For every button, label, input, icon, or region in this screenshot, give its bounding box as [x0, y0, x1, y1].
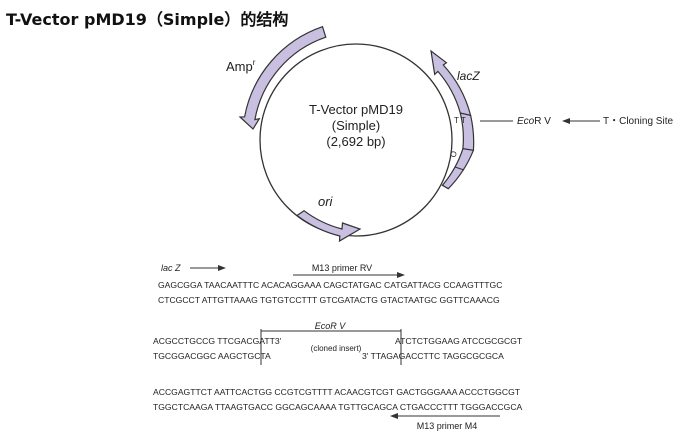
seq1-top-strand: GAGCGGA TAACAATTTC ACACAGGAAA CAGCTATGAC…: [158, 280, 502, 290]
ecorv-seq-label: EcoR V: [315, 321, 347, 331]
amp-segment: [238, 25, 327, 130]
tt-label: T T: [454, 116, 466, 125]
tsite-arrow-head: [562, 118, 570, 124]
m13-rv-label: M13 primer RV: [312, 263, 372, 273]
amp-label: Ampr: [226, 58, 256, 74]
cloned-insert-label: (cloned insert): [311, 344, 362, 353]
t-cloning-site-label: T・Cloning Site: [603, 116, 673, 127]
seq2-bottom-left: TGCGGACGGC AAGCTGCTA: [153, 351, 271, 361]
lacz-segment: [430, 49, 472, 117]
o-label: O: [448, 150, 459, 159]
page-title: T-Vector pMD19（Simple）的结构: [6, 10, 289, 29]
seq2-top-right: ATCTCTGGAAG ATCCGCGCGT: [395, 336, 523, 346]
m13-rv-arrow-head: [397, 272, 405, 278]
seq1-bottom-strand: CTCGCCT ATTGTTAAAG TGTGTCCTTT GTCGATACTG…: [158, 295, 500, 305]
m13-m4-arrow-head: [390, 413, 398, 419]
lacz-lower-segment: [441, 148, 475, 190]
lacz-lower-divider: [454, 166, 465, 171]
ori-segment: [295, 209, 362, 243]
lacz-label: lacZ: [457, 69, 480, 83]
plasmid-variant: (Simple): [332, 118, 380, 133]
ecorv-label: EcoR V: [517, 116, 551, 127]
mcs-segment: [459, 112, 475, 151]
plasmid-backbone: [259, 43, 453, 237]
plasmid-size: (2,692 bp): [326, 134, 385, 149]
ori-label: ori: [318, 194, 334, 209]
lacz-seq-arrow-head: [218, 265, 226, 271]
m13-m4-label: M13 primer M4: [417, 421, 478, 431]
lacz-seq-label: lac Z: [161, 263, 181, 273]
seq3-top-strand: ACCGAGTTCT AATTCACTGG CCGTCGTTTT ACAACGT…: [153, 387, 521, 397]
plasmid-name: T-Vector pMD19: [309, 102, 403, 117]
seq3-bottom-strand: TGGCTCAAGA TTAAGTGACC GGCAGCAAAA TGTTGCA…: [153, 402, 523, 412]
seq2-bottom-right: 3' TTAGAGACCTTC TAGGCGCGCA: [362, 351, 504, 361]
seq2-top-left: ACGCCTGCCG TTCGACGATT3': [153, 336, 282, 346]
